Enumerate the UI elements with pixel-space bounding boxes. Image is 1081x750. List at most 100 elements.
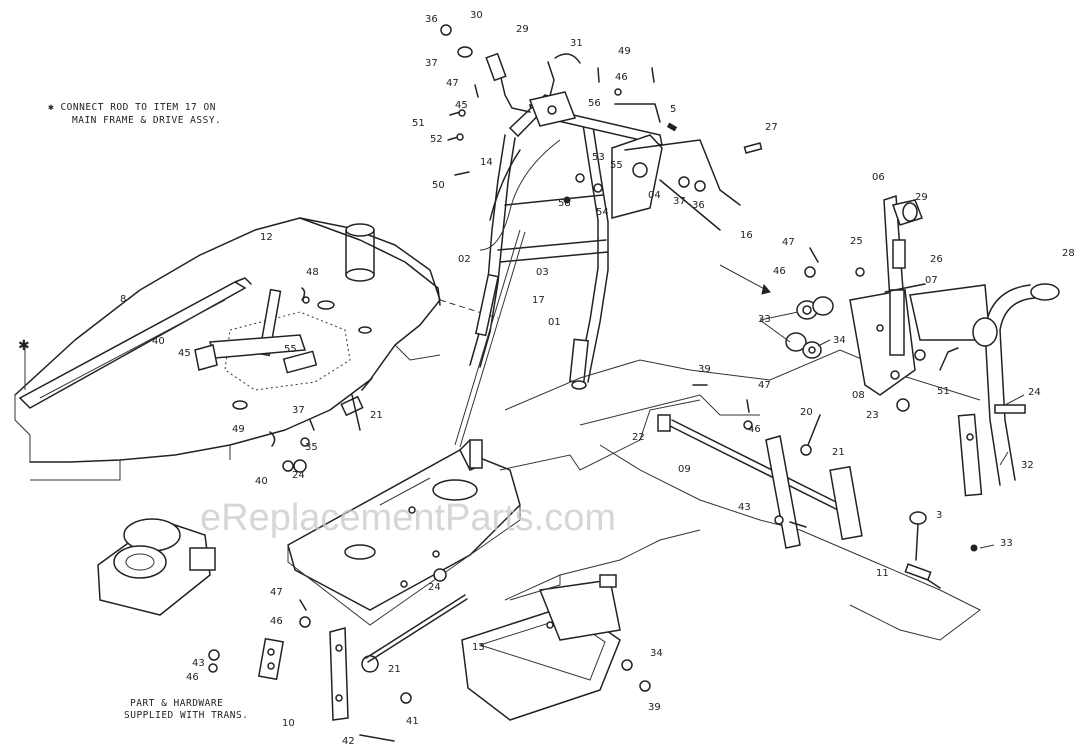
chute-tube-28 [909, 283, 1060, 497]
label-35: 35 [305, 442, 318, 453]
watermark: eReplacementParts.com [200, 497, 616, 539]
label-40b: 40 [255, 476, 268, 487]
label-27: 27 [765, 122, 778, 133]
label-11: 11 [876, 568, 889, 579]
label-21b: 21 [832, 447, 845, 458]
bellcrank-12 [194, 288, 318, 374]
rod-8 [18, 277, 252, 409]
label-33b: 33 [1000, 538, 1013, 549]
note-trans-line2: SUPPLIED WITH TRANS. [124, 710, 248, 721]
note-trans-line1: PART & HARDWARE [130, 698, 223, 709]
label-43b: 43 [192, 658, 205, 669]
label-01: 01 [548, 317, 561, 328]
label-8: 8 [120, 294, 126, 305]
label-21c: 21 [388, 664, 401, 675]
clevis-21-left [340, 377, 373, 431]
part-labels: 36 30 29 31 49 46 37 47 45 56 5 27 51 52… [120, 10, 1075, 747]
label-24a: 24 [1028, 387, 1041, 398]
label-34: 34 [833, 335, 846, 346]
label-49b: 49 [232, 424, 245, 435]
pulleys [785, 296, 834, 359]
label-37c: 37 [292, 405, 305, 416]
label-24b: 24 [292, 470, 305, 481]
label-47b: 47 [782, 237, 795, 248]
label-21a: 21 [370, 410, 383, 421]
label-51b: 51 [937, 386, 950, 397]
label-37b: 37 [673, 196, 686, 207]
label-22: 22 [632, 432, 645, 443]
label-41: 41 [406, 716, 419, 727]
asterisk-marker: ✱ [18, 338, 30, 354]
label-06: 06 [872, 172, 885, 183]
label-56: 56 [588, 98, 601, 109]
label-16: 16 [740, 230, 753, 241]
shift-lever-10 [257, 594, 468, 721]
label-10: 10 [282, 718, 295, 729]
lift-plate [849, 194, 926, 396]
direction-arrow [719, 264, 771, 295]
label-51: 51 [412, 118, 425, 129]
label-49a: 49 [618, 46, 631, 57]
label-52: 52 [430, 134, 443, 145]
label-03: 03 [536, 267, 549, 278]
label-26: 26 [930, 254, 943, 265]
label-47c: 47 [758, 380, 771, 391]
label-36b: 36 [692, 200, 705, 211]
label-34b: 34 [650, 648, 663, 659]
label-12: 12 [260, 232, 273, 243]
hardware-right [692, 247, 959, 528]
label-39b: 39 [648, 702, 661, 713]
label-25: 25 [850, 236, 863, 247]
label-28: 28 [1062, 248, 1075, 259]
hardware-bottom [208, 568, 447, 742]
label-07: 07 [925, 275, 938, 286]
label-04: 04 [648, 190, 661, 201]
label-20: 20 [800, 407, 813, 418]
label-54: 54 [596, 207, 609, 218]
label-47a: 47 [446, 78, 459, 89]
label-08: 08 [852, 390, 865, 401]
label-14: 14 [480, 157, 493, 168]
label-46c: 46 [748, 424, 761, 435]
label-46e: 46 [186, 672, 199, 683]
label-3: 3 [936, 510, 942, 521]
hardware-bits-left [269, 287, 315, 473]
label-13: 13 [472, 642, 485, 653]
label-17: 17 [532, 295, 545, 306]
label-48: 48 [306, 267, 319, 278]
note-connect-rod-line1: ✱ CONNECT ROD TO ITEM 17 ON [48, 102, 216, 113]
label-46d: 46 [270, 616, 283, 627]
pedal-base-plate [287, 399, 701, 626]
label-46a: 46 [615, 72, 628, 83]
label-55: 55 [610, 160, 623, 171]
label-55b: 55 [284, 344, 297, 355]
label-43: 43 [738, 502, 751, 513]
label-40: 40 [152, 336, 165, 347]
bracket-3-11 [904, 511, 978, 589]
label-36: 36 [425, 14, 438, 25]
pedal-rod-09 [657, 414, 863, 549]
label-45b: 45 [178, 348, 191, 359]
bottom-tray [461, 574, 651, 721]
label-42: 42 [342, 736, 355, 747]
label-23: 23 [866, 410, 879, 421]
label-29b: 29 [915, 192, 928, 203]
label-32: 32 [1021, 460, 1034, 471]
label-50: 50 [432, 180, 445, 191]
hardware-top [440, 24, 706, 204]
label-47d: 47 [270, 587, 283, 598]
label-39: 39 [698, 364, 711, 375]
leader-lines [759, 311, 1025, 549]
label-5: 5 [670, 104, 676, 115]
label-30: 30 [470, 10, 483, 21]
label-24c: 24 [428, 582, 441, 593]
label-37a: 37 [425, 58, 438, 69]
label-45a: 45 [455, 100, 468, 111]
label-09: 09 [678, 464, 691, 475]
label-31: 31 [570, 38, 583, 49]
note-connect-rod-line2: MAIN FRAME & DRIVE ASSY. [72, 115, 221, 126]
label-58: 58 [558, 198, 571, 209]
label-02: 02 [458, 254, 471, 265]
